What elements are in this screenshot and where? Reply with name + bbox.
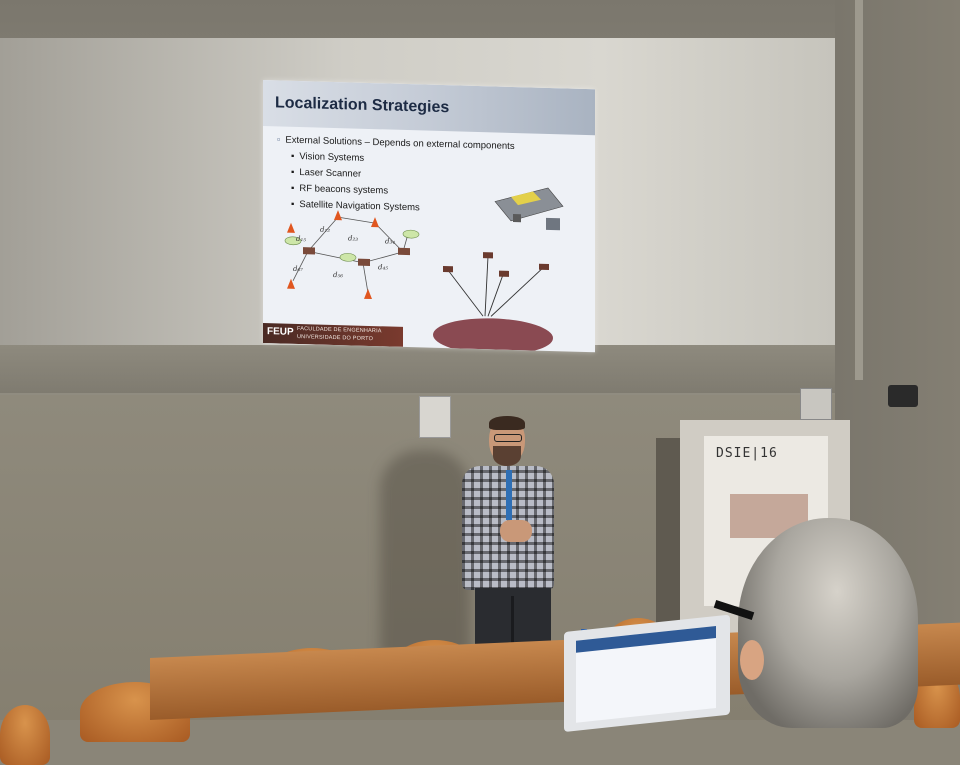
lanyard	[506, 470, 512, 520]
laptop	[564, 614, 730, 732]
traffic-cones	[287, 210, 379, 300]
projected-slide: Localization Strategies External Solutio…	[263, 80, 595, 353]
speaker-beard	[493, 446, 521, 466]
beacon-network-diagram	[292, 216, 409, 293]
dist-label: d₁₅	[296, 235, 306, 243]
chair	[0, 705, 50, 765]
screen-frame	[0, 345, 870, 393]
wall-loudspeaker	[419, 396, 451, 438]
dist-label: d₅₆	[333, 271, 343, 279]
slide-diagrams: d₁₂ d₂₃ d₃₄ d₁₅ d₄₅ d₅₆ d₆₇	[284, 187, 564, 353]
audience-member-ear	[740, 640, 764, 680]
audience-member-head	[738, 518, 918, 728]
speaker-glasses	[494, 434, 522, 442]
satellite-diagram	[447, 256, 544, 317]
faculty-name: FACULDADE DE ENGENHARIA	[297, 325, 382, 335]
poster-title: DSIE|16	[716, 446, 778, 461]
dist-label: d₂₃	[348, 234, 358, 242]
dist-label: d₆₇	[293, 265, 303, 273]
dist-label: d₁₂	[320, 226, 330, 234]
earth-globe	[433, 318, 553, 353]
dist-label: d₄₅	[378, 263, 388, 271]
conference-scene: Localization Strategies External Solutio…	[0, 0, 960, 720]
feup-logo: FEUP	[267, 326, 294, 338]
dist-label: d₃₄	[385, 237, 395, 245]
university-name: UNIVERSIDADE DO PORTO	[297, 333, 374, 343]
beacon-badges	[284, 229, 420, 262]
speaker-hands	[500, 520, 532, 542]
vision-system-diagram	[494, 187, 564, 231]
wall-outlet	[888, 385, 918, 407]
slide-footer: FEUP FACULDADE DE ENGENHARIA UNIVERSIDAD…	[263, 323, 403, 347]
wall-pipe	[855, 0, 863, 380]
speaker-hair	[489, 416, 525, 430]
wall-loudspeaker-right	[800, 388, 832, 420]
speaker-shadow	[380, 450, 470, 660]
satellites	[443, 252, 549, 277]
robots	[303, 247, 410, 266]
